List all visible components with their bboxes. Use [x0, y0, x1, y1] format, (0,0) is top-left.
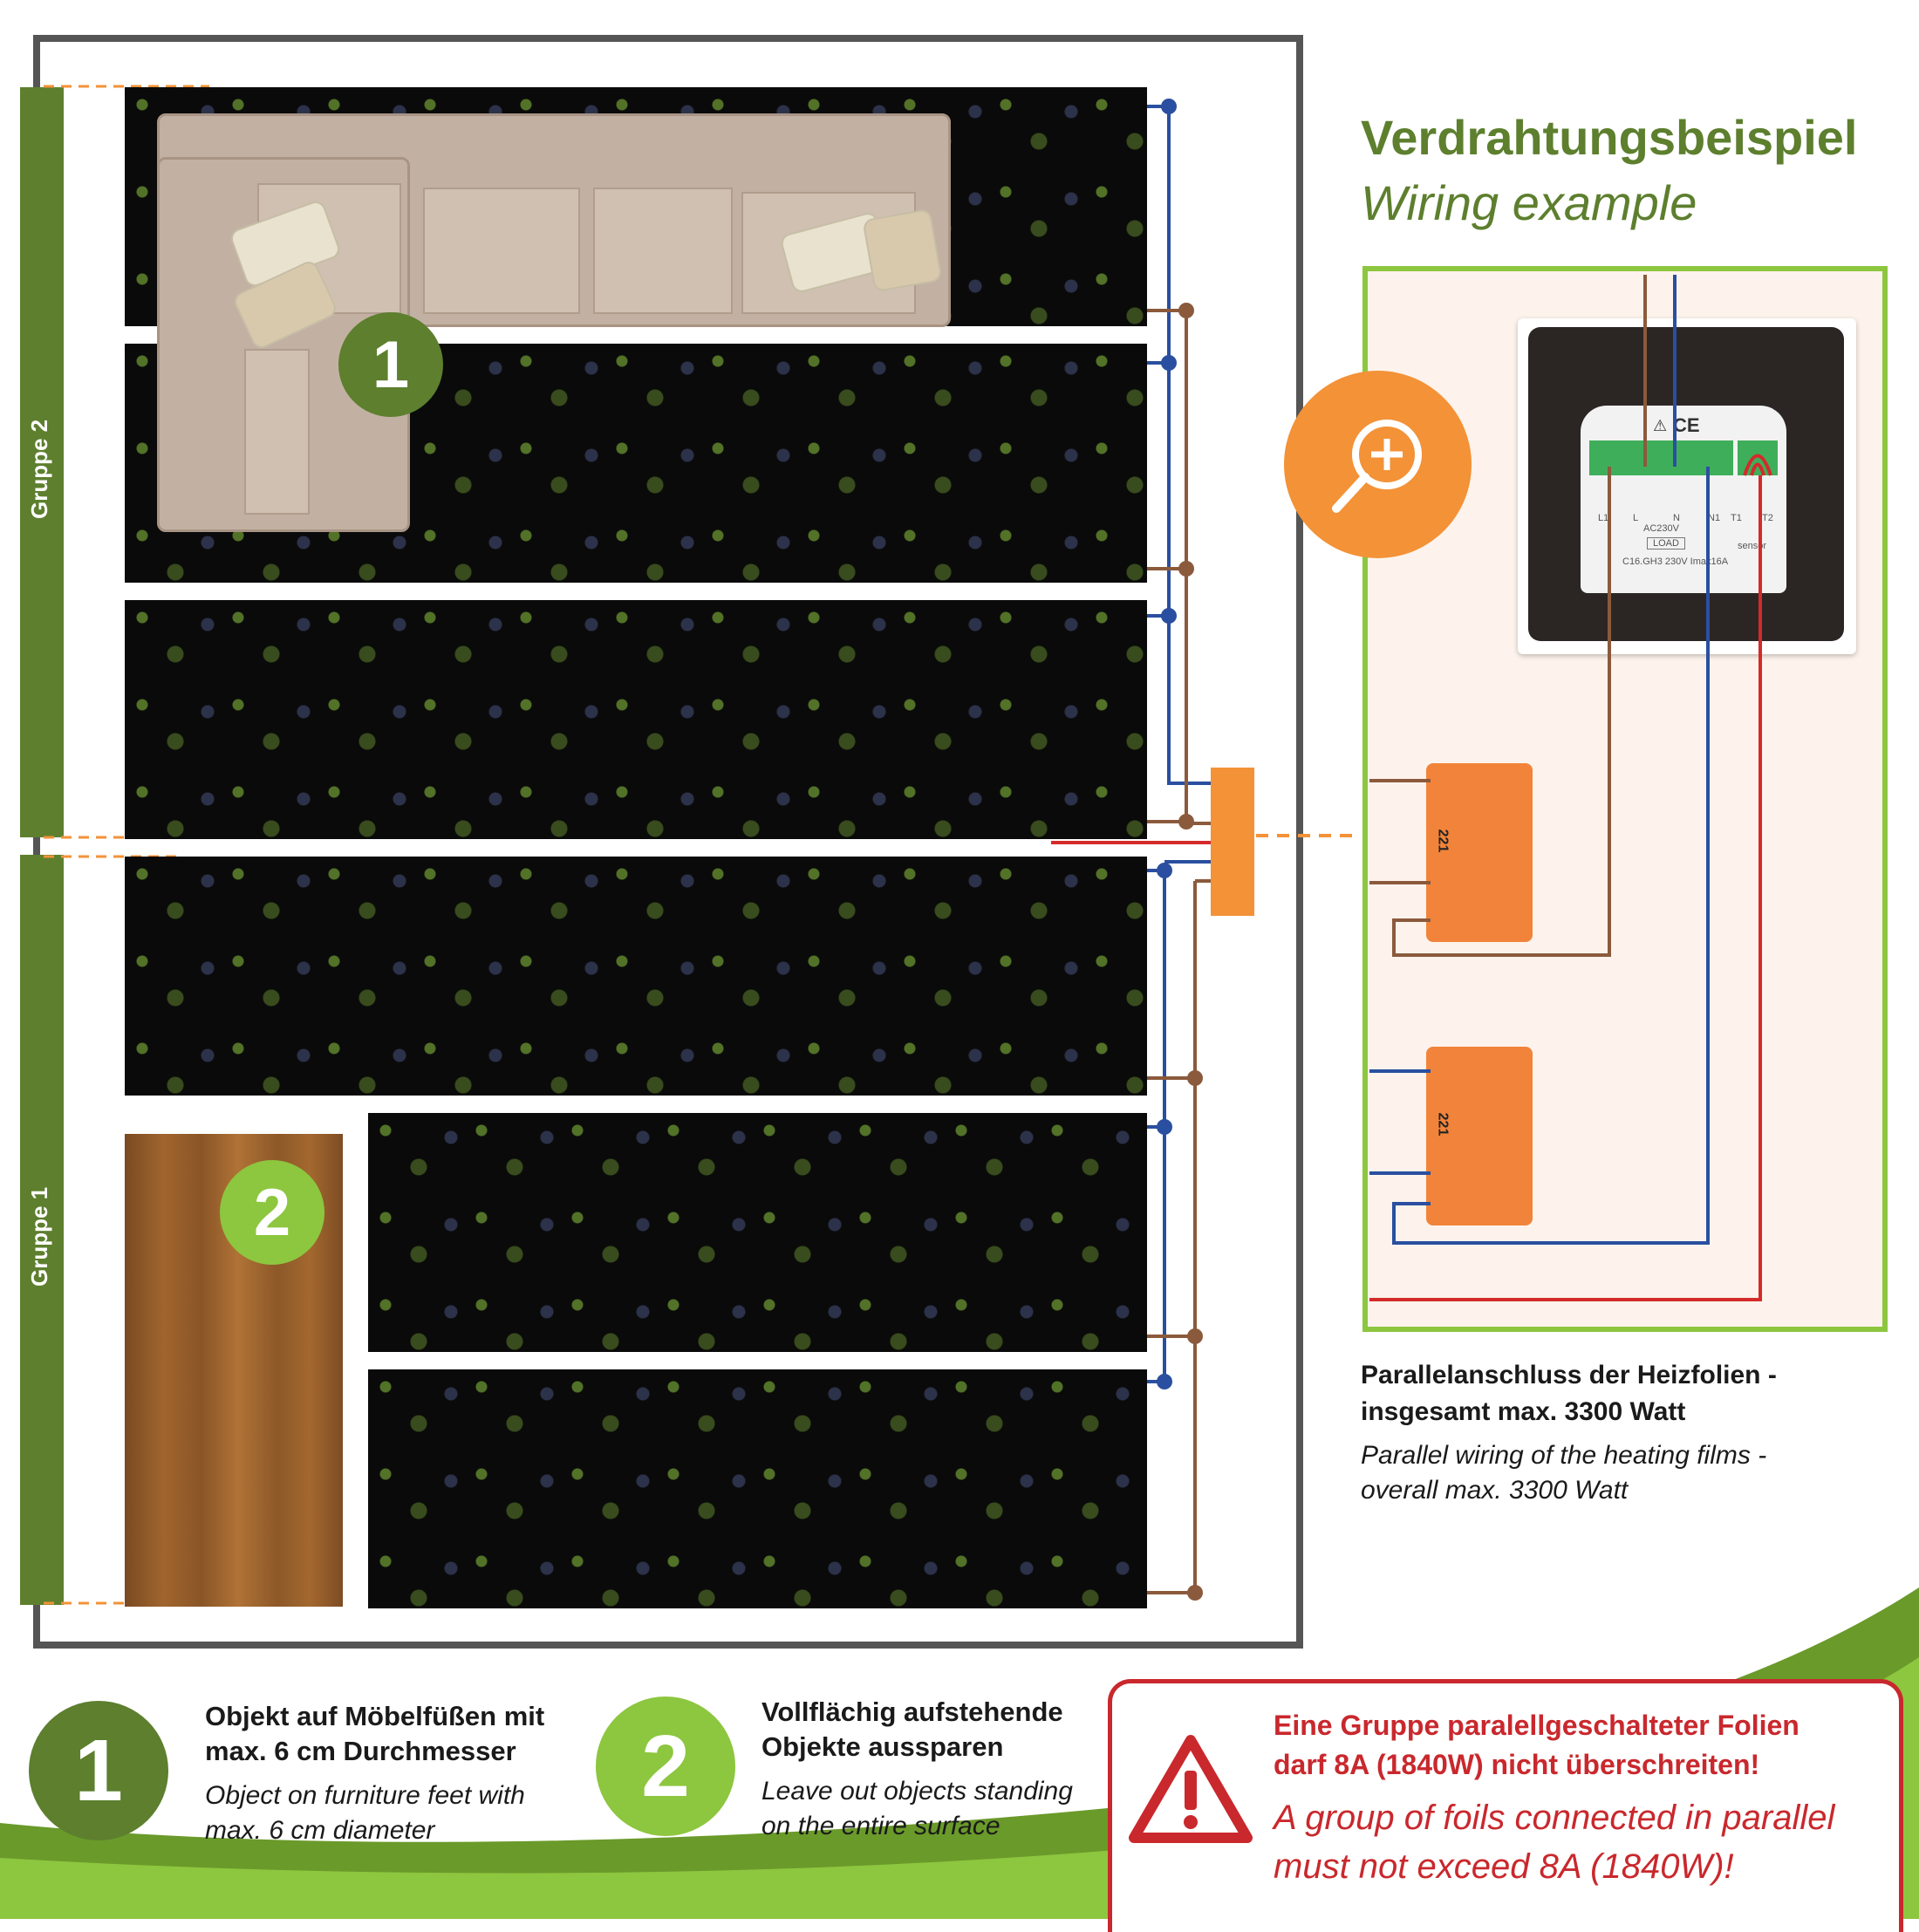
terminal-label: T2 — [1762, 513, 1773, 523]
sofa-cushion — [244, 349, 310, 515]
legend-2-de-line2: Objekte aussparen — [761, 1731, 1004, 1762]
group-1-bar — [20, 855, 64, 1605]
marker-2-badge: 2 — [220, 1160, 324, 1265]
warning-box — [1108, 1679, 1903, 1932]
warning-de-line1: Eine Gruppe paralellgeschalteter Folien — [1274, 1710, 1799, 1741]
warning-triangle-icon — [1129, 1735, 1253, 1843]
legend-1-de-line2: max. 6 cm Durchmesser — [205, 1736, 516, 1766]
warning-en-line1: A group of foils connected in parallel — [1274, 1799, 1835, 1837]
wago-connector — [1426, 763, 1533, 942]
sofa-cushion — [423, 188, 580, 314]
junction-box — [1211, 768, 1254, 916]
terminal-label: L1 — [1598, 513, 1609, 523]
heating-foil — [368, 1369, 1147, 1608]
legend-2-en-line2: on the entire surface — [761, 1812, 1000, 1840]
terminal-label: N1 — [1708, 513, 1721, 523]
legend-1-badge: 1 — [29, 1701, 168, 1840]
warning-de-line2: darf 8A (1840W) nicht überschreiten! — [1274, 1749, 1760, 1780]
terminal-label: N — [1673, 513, 1680, 523]
spec-label: C16.GH3 230V Imax16A — [1622, 556, 1729, 567]
sofa-cushion — [593, 188, 733, 314]
voltage-label: AC230V — [1643, 523, 1679, 534]
legend-1-en-line2: max. 6 cm diameter — [205, 1816, 435, 1845]
parallel-note-en-line2: overall max. 3300 Watt — [1361, 1476, 1629, 1505]
group-2-bar — [20, 87, 64, 837]
legend-1-de-line1: Objekt auf Möbelfüßen mit — [205, 1701, 545, 1731]
sensor-terminal — [1738, 440, 1778, 475]
legend-1-en-line1: Object on furniture feet with — [205, 1781, 525, 1810]
title-german: Verdrahtungsbeispiel — [1361, 110, 1858, 165]
wago-connector — [1426, 1047, 1533, 1225]
terminal-label: T1 — [1731, 513, 1742, 523]
zoom-badge[interactable] — [1284, 371, 1472, 558]
marker-1-badge: 1 — [338, 312, 443, 417]
parallel-note-de-line2: insgesamt max. 3300 Watt — [1361, 1397, 1686, 1426]
heating-foil — [125, 600, 1147, 839]
parallel-note-de-line1: Parallelanschluss der Heizfolien - — [1361, 1361, 1777, 1389]
load-label: LOAD — [1647, 537, 1685, 550]
warning-en-line2: must not exceed 8A (1840W)! — [1274, 1847, 1734, 1886]
title-english: Wiring example — [1361, 175, 1697, 230]
heating-foil — [368, 1113, 1147, 1352]
magnifier-icon — [1331, 419, 1422, 513]
legend-2-badge: 2 — [596, 1696, 735, 1836]
parallel-note-en-line1: Parallel wiring of the heating films - — [1361, 1441, 1767, 1470]
thermostat-module — [1581, 406, 1786, 593]
warning-triangle-icon: ⚠ — [1653, 417, 1668, 434]
ce-mark: CE — [1673, 414, 1700, 436]
legend-2-de-line1: Vollflächig aufstehende — [761, 1696, 1063, 1727]
legend-2-en-line1: Leave out objects standing — [761, 1777, 1073, 1806]
heating-foil — [125, 857, 1147, 1096]
terminal-label: L — [1633, 513, 1639, 523]
